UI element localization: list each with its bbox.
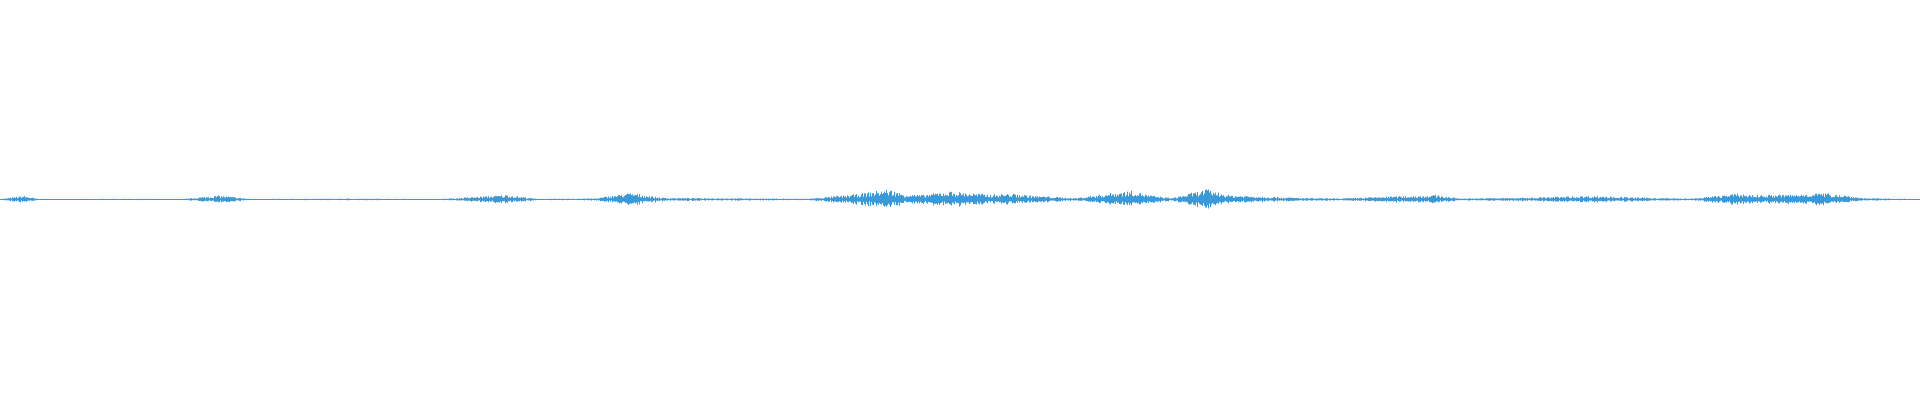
waveform-samples — [0, 189, 1920, 209]
waveform-peaks — [0, 189, 1920, 209]
